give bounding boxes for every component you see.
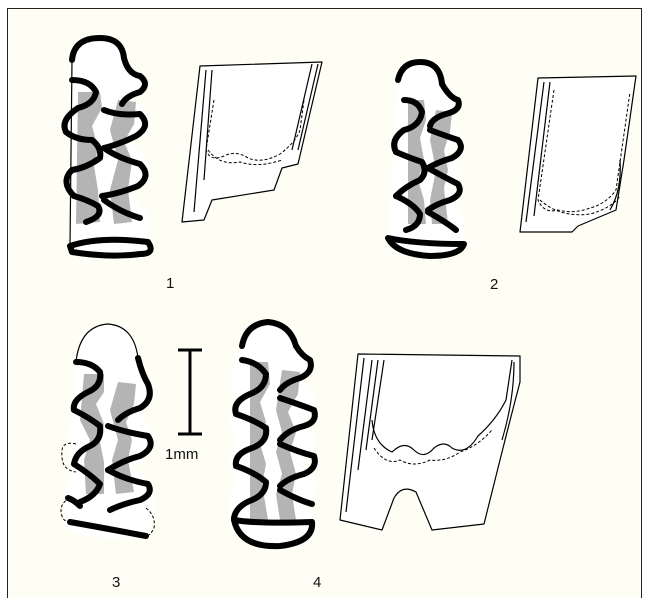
scale-bar bbox=[178, 348, 202, 436]
specimen-3-occlusal-view bbox=[60, 323, 155, 539]
specimen-1-lateral-view bbox=[181, 61, 323, 223]
figure-label-3: 3 bbox=[112, 574, 121, 591]
specimen-4-occlusal-view bbox=[228, 319, 318, 550]
specimen-4-lateral-view bbox=[339, 353, 521, 531]
figure-label-1: 1 bbox=[166, 275, 175, 292]
specimen-2-occlusal-view bbox=[385, 59, 467, 259]
figure-label-4: 4 bbox=[313, 574, 322, 591]
scale-bar-label: 1mm bbox=[165, 446, 199, 463]
figure-label-2: 2 bbox=[490, 276, 499, 293]
specimen-1-occlusal-view bbox=[61, 35, 154, 259]
specimen-2-lateral-view bbox=[519, 75, 637, 233]
